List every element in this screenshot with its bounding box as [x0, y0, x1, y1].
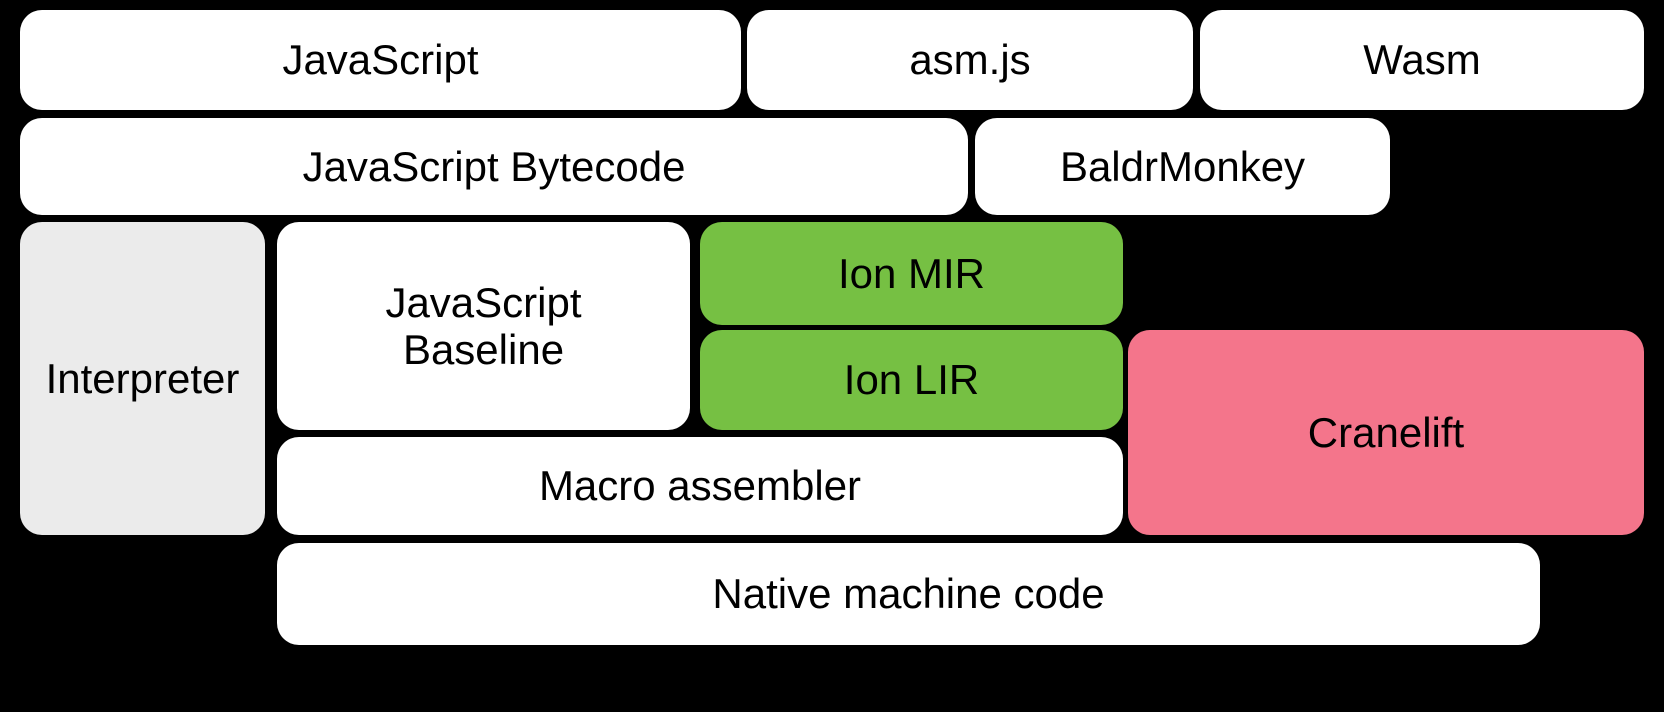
box-native-machine-code[interactable]: Native machine code — [277, 543, 1540, 645]
box-wasm[interactable]: Wasm — [1200, 10, 1644, 110]
box-asm-js[interactable]: asm.js — [747, 10, 1193, 110]
box-interpreter[interactable]: Interpreter — [20, 222, 265, 535]
box-ion-mir[interactable]: Ion MIR — [700, 222, 1123, 325]
box-javascript-baseline[interactable]: JavaScript Baseline — [277, 222, 690, 430]
box-javascript-bytecode[interactable]: JavaScript Bytecode — [20, 118, 968, 215]
box-cranelift[interactable]: Cranelift — [1128, 330, 1644, 535]
box-macro-assembler[interactable]: Macro assembler — [277, 437, 1123, 535]
box-baldrmonkey[interactable]: BaldrMonkey — [975, 118, 1390, 215]
box-javascript[interactable]: JavaScript — [20, 10, 741, 110]
box-ion-lir[interactable]: Ion LIR — [700, 330, 1123, 430]
